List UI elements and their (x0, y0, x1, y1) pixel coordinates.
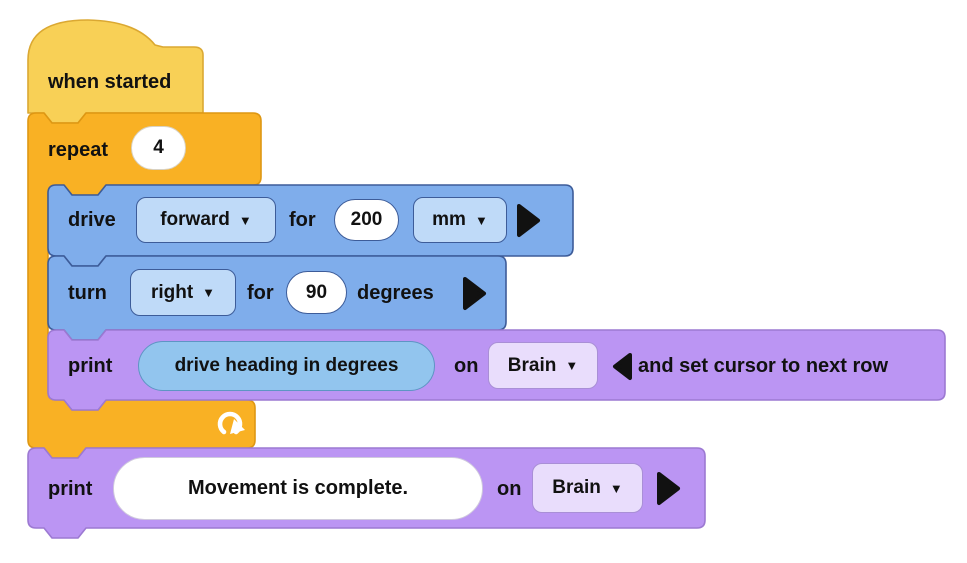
print-heading-on-label: on (454, 355, 479, 377)
turn-angle-value: 90 (305, 281, 328, 303)
drive-unit-value: mm (432, 209, 466, 230)
print-done-collapse-triangle-icon[interactable] (656, 471, 682, 507)
repeat-label: repeat (48, 139, 109, 161)
drive-collapse-triangle-icon[interactable] (516, 203, 542, 239)
print-done-verb-label: print (48, 478, 93, 500)
print-done-device-dropdown[interactable]: Brain ▼ (532, 463, 643, 513)
turn-for-label: for (247, 282, 274, 304)
drive-for-label: for (289, 209, 316, 231)
chevron-down-icon: ▼ (474, 212, 488, 228)
turn-block[interactable] (47, 255, 507, 341)
repeat-count-value: 4 (153, 137, 164, 158)
chevron-down-icon: ▼ (202, 285, 216, 300)
when-started-label: when started (48, 71, 172, 93)
print-done-on-label: on (497, 478, 522, 500)
turn-direction-dropdown[interactable]: right ▼ (130, 269, 236, 316)
drive-distance-input[interactable]: 200 (334, 199, 399, 241)
drive-heading-reporter-label: drive heading in degrees (174, 355, 399, 376)
print-heading-expand-triangle-icon[interactable] (612, 352, 634, 384)
print-done-device-value: Brain (552, 477, 601, 498)
drive-distance-value: 200 (350, 209, 383, 230)
print-done-message-value: Movement is complete. (187, 477, 409, 499)
drive-heading-reporter[interactable]: drive heading in degrees (138, 341, 435, 391)
drive-direction-dropdown[interactable]: forward ▼ (136, 197, 276, 243)
chevron-down-icon: ▼ (609, 480, 623, 496)
when-started-block[interactable] (27, 19, 204, 124)
print-done-message-input[interactable]: Movement is complete. (113, 457, 483, 520)
turn-angle-input[interactable]: 90 (286, 271, 347, 314)
loop-arrow-icon (217, 411, 245, 435)
drive-verb-label: drive (68, 209, 116, 231)
print-heading-device-dropdown[interactable]: Brain ▼ (488, 342, 598, 389)
repeat-count-input[interactable]: 4 (131, 126, 186, 170)
turn-degrees-label: degrees (357, 282, 434, 304)
turn-collapse-triangle-icon[interactable] (462, 276, 488, 312)
turn-verb-label: turn (68, 282, 107, 304)
print-heading-verb-label: print (68, 355, 113, 377)
turn-direction-value: right (150, 281, 194, 303)
print-heading-suffix-label: and set cursor to next row (638, 355, 889, 377)
chevron-down-icon: ▼ (565, 358, 579, 373)
chevron-down-icon: ▼ (238, 212, 252, 228)
drive-direction-value: forward (160, 209, 230, 230)
print-heading-device-value: Brain (507, 354, 557, 376)
drive-unit-dropdown[interactable]: mm ▼ (413, 197, 507, 243)
